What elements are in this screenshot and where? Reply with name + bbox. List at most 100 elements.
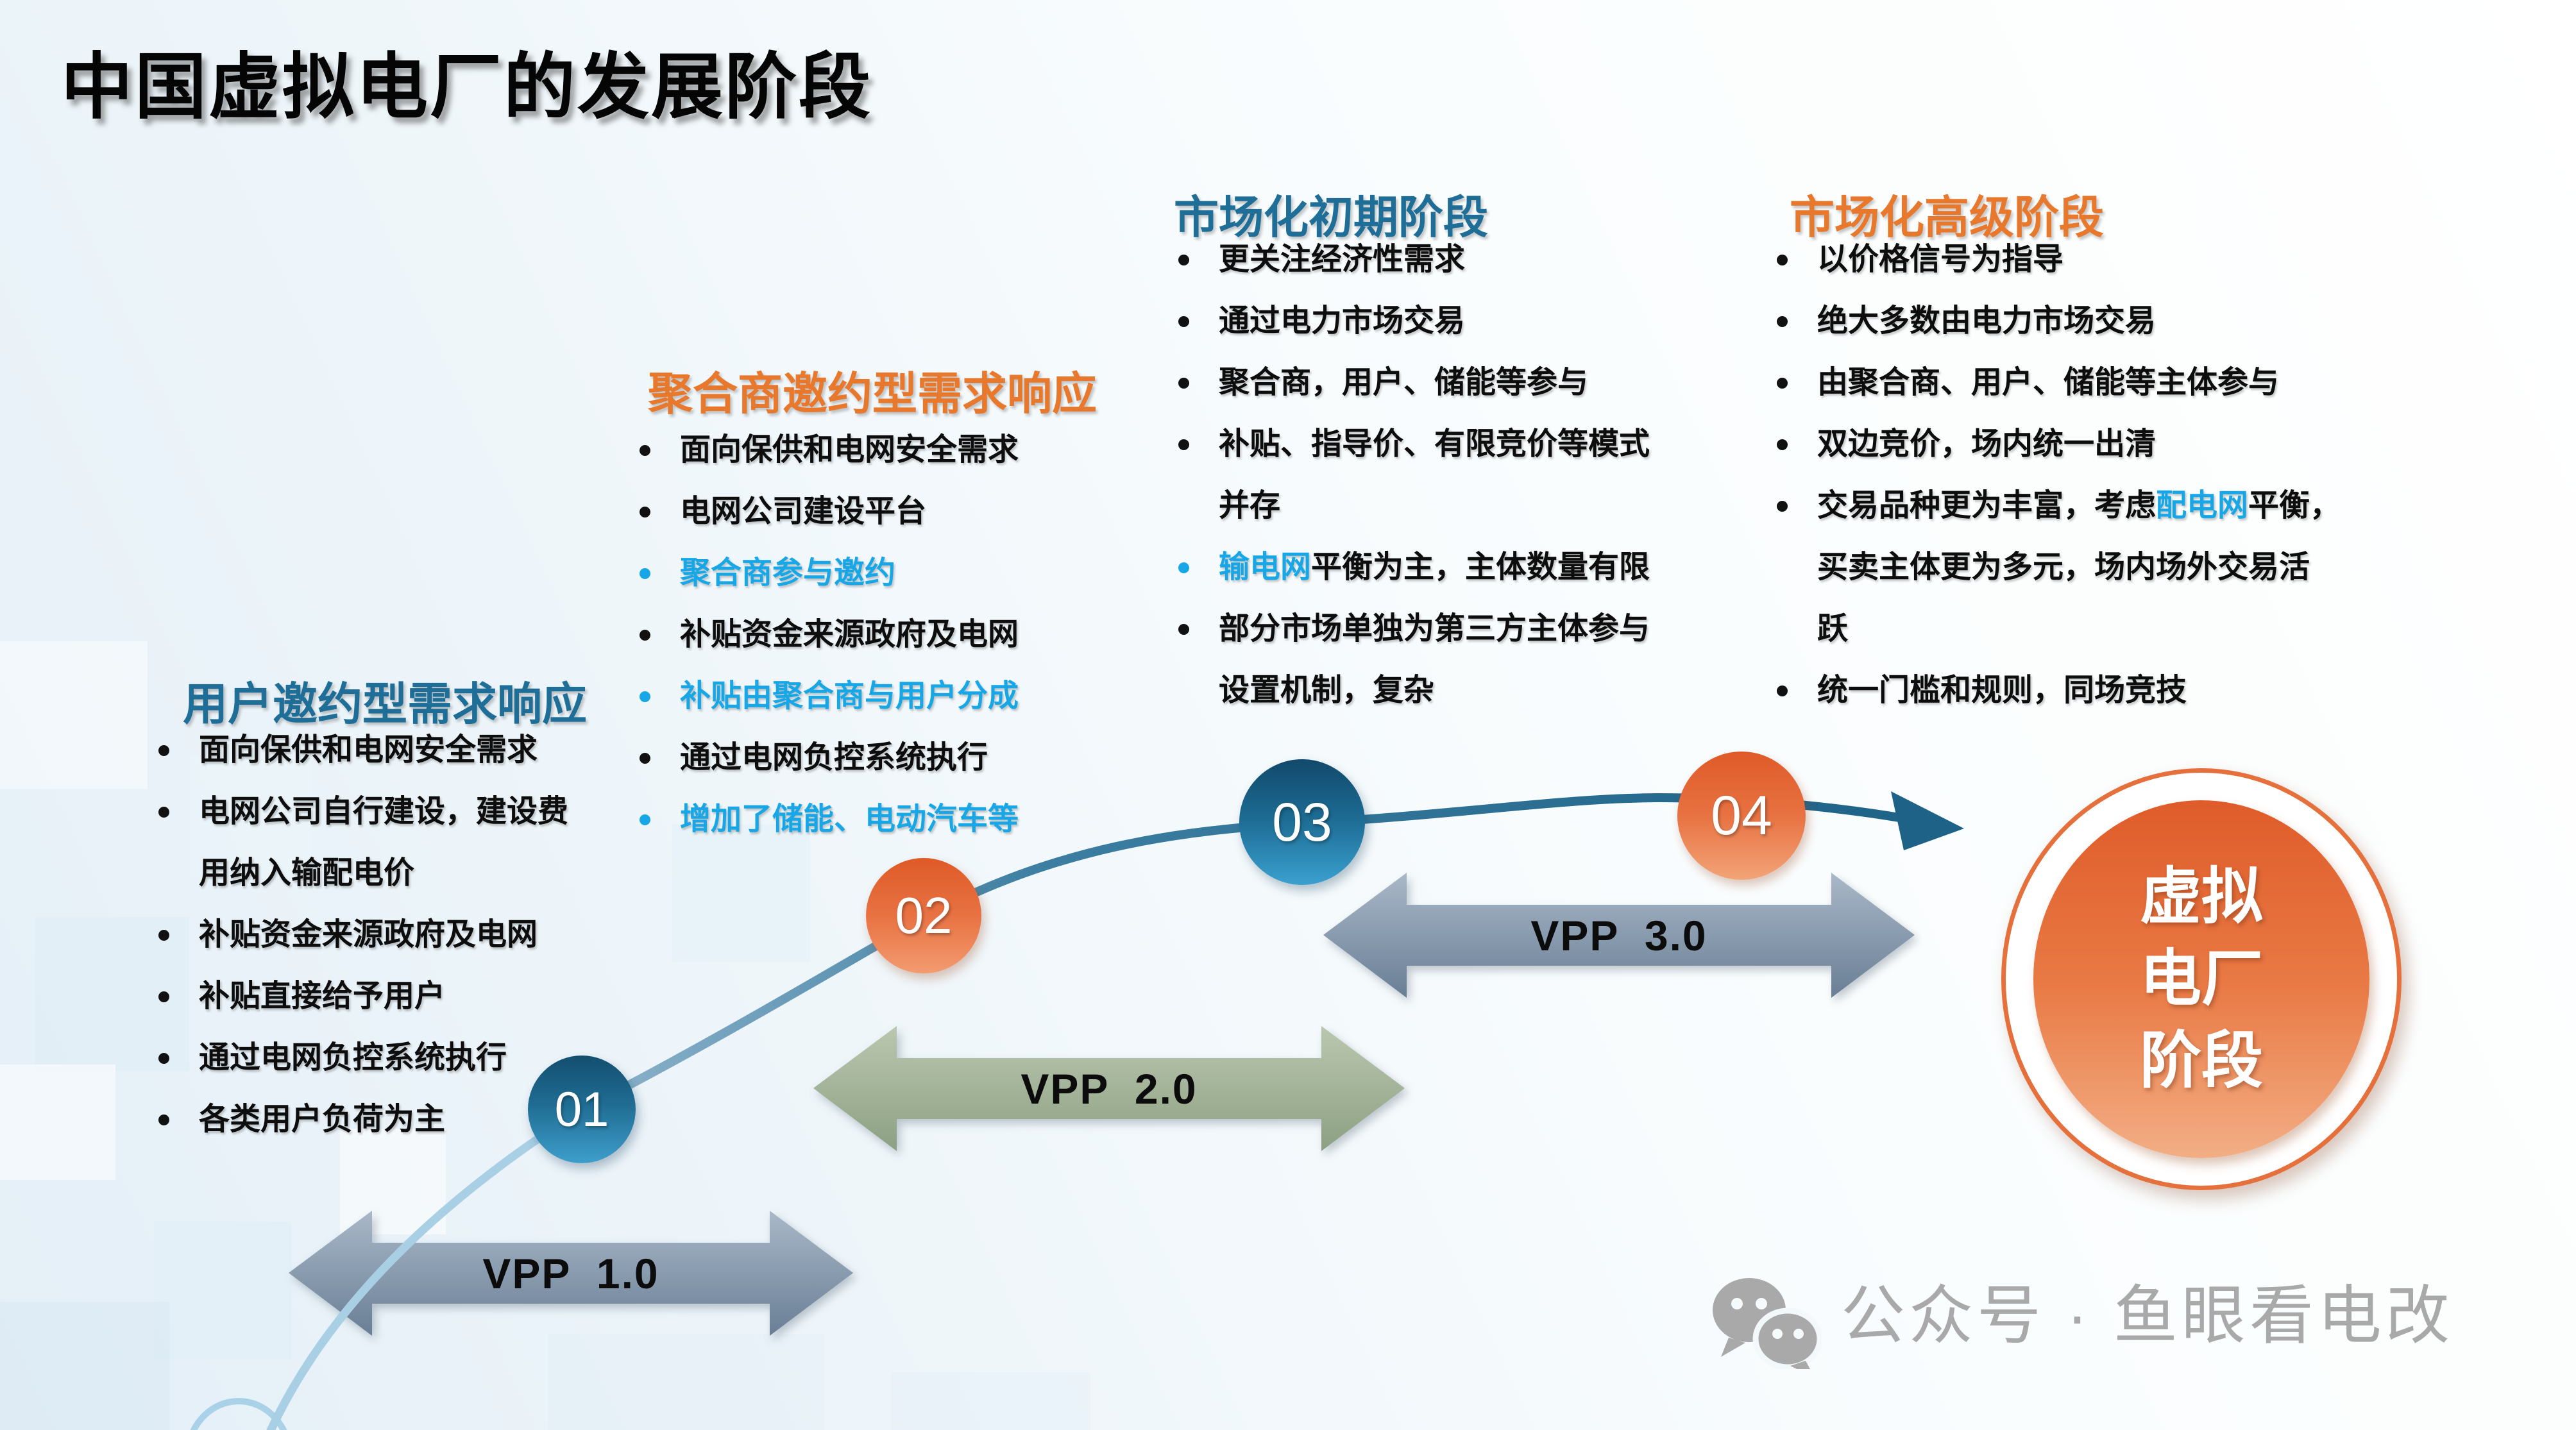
bullet-marker-icon [632,419,680,481]
bullet-marker-icon [632,727,680,789]
background-square [0,641,148,789]
vpp3-label: VPP 3.0 [1530,911,1707,959]
bullet-item: 面向保供和电网安全需求 [151,719,577,781]
bullet-text: 补贴直接给予用户 [199,979,446,1013]
wechat-icon [1713,1278,1822,1369]
bullet-text: 交易品种更为丰富，考虑配电网平衡，买卖主体更为多元，场内场外交易活跃 [1817,489,2341,646]
bullet-item: 补贴资金来源政府及电网 [151,904,577,966]
bullet-text: 通过电网负控系统执行 [199,1041,507,1075]
background-square [892,1372,1090,1430]
bullet-item: 聚合商参与邀约 [632,543,1081,604]
bullet-item: 以价格信号为指导 [1769,229,2369,290]
bullet-marker-icon [1769,414,1817,475]
stage2-bullet-list: 面向保供和电网安全需求电网公司建设平台聚合商参与邀约补贴资金来源政府及电网补贴由… [632,419,1081,850]
page-title: 中国虚拟电厂的发展阶段 [61,47,872,127]
stage3-bullet-list: 更关注经济性需求通过电力市场交易聚合商，用户、储能等参与补贴、指导价、有限竞价等… [1171,229,1668,721]
vpp2-arrow: VPP 2.0 [813,1026,1405,1151]
bullet-marker-icon [1769,475,1817,537]
vpp3-arrow: VPP 3.0 [1323,873,1915,998]
bullet-item: 交易品种更为丰富，考虑配电网平衡，买卖主体更为多元，场内场外交易活跃 [1769,475,2369,660]
bullet-item: 双边竞价，场内统一出清 [1769,414,2369,475]
bullet-item: 绝大多数由电力市场交易 [1769,290,2369,352]
bullet-text: 各类用户负荷为主 [199,1102,446,1136]
stage1-heading: 用户邀约型需求响应 [183,679,587,729]
bullet-text: 绝大多数由电力市场交易 [1817,304,2157,338]
bullet-item: 更关注经济性需求 [1171,229,1668,290]
bullet-text: 统一门槛和规则，同场竞技 [1817,673,2187,707]
final-circle-line: 阶段 [2140,1027,2263,1095]
bullet-marker-icon [1769,660,1817,721]
bullet-item: 补贴、指导价、有限竞价等模式并存 [1171,414,1668,537]
bullet-text: 双边竞价，场内统一出清 [1817,427,2157,461]
bullet-marker-icon [632,543,680,604]
virtual-power-plant-stage-inner: 虚拟 电厂 阶段 [2033,800,2369,1158]
bullet-text: 通过电力市场交易 [1219,304,1466,338]
vpp1-arrow: VPP 1.0 [289,1211,853,1336]
bullet-text: 面向保供和电网安全需求 [680,433,1019,467]
stage1-bullet-list: 面向保供和电网安全需求电网公司自行建设，建设费用纳入输配电价补贴资金来源政府及电… [151,719,577,1150]
bullet-text: 聚合商参与邀约 [680,556,896,590]
bullet-item: 通过电网负控系统执行 [151,1027,577,1089]
bullet-text: 补贴、指导价、有限竞价等模式并存 [1219,427,1650,523]
bullet-item: 部分市场单独为第三方主体参与设置机制，复杂 [1171,598,1668,721]
stage4-circle: 04 [1677,752,1806,880]
final-circle-line: 虚拟 [2140,862,2263,931]
bullet-marker-icon [1769,352,1817,414]
bullet-marker-icon [1171,537,1219,598]
stage2-circle: 02 [866,858,981,973]
bullet-marker-icon [632,481,680,543]
bullet-text: 通过电网负控系统执行 [680,741,988,775]
bullet-item: 补贴资金来源政府及电网 [632,604,1081,666]
watermark: 公众号 · 鱼眼看电改 [1709,1276,2453,1369]
vpp1-label: VPP 1.0 [482,1249,659,1297]
bullet-item: 增加了储能、电动汽车等 [632,789,1081,850]
bullet-item: 各类用户负荷为主 [151,1089,577,1150]
final-circle-line: 电厂 [2140,945,2263,1013]
bullet-marker-icon [151,719,199,781]
background-square [0,1302,170,1430]
bullet-marker-icon [151,1089,199,1150]
bullet-marker-icon [1171,290,1219,352]
bullet-text: 电网公司建设平台 [680,494,927,528]
bullet-marker-icon [1769,290,1817,352]
bullet-text: 电网公司自行建设，建设费用纳入输配电价 [199,795,569,890]
bullet-marker-icon [1769,229,1817,290]
bullet-marker-icon [632,604,680,666]
stage4-heading: 市场化高级阶段 [1790,192,2104,242]
bullet-marker-icon [1171,229,1219,290]
bullet-item: 面向保供和电网安全需求 [632,419,1081,481]
stage2-heading: 聚合商邀约型需求响应 [648,369,1097,419]
bullet-item: 聚合商，用户、储能等参与 [1171,352,1668,414]
curve-arrowhead-icon [1891,791,1964,850]
bullet-text: 面向保供和电网安全需求 [199,733,538,767]
bullet-marker-icon [1171,352,1219,414]
stage4-bullet-list: 以价格信号为指导绝大多数由电力市场交易由聚合商、用户、储能等主体参与双边竞价，场… [1769,229,2369,721]
stage3-heading: 市场化初期阶段 [1174,192,1488,242]
bullet-item: 补贴直接给予用户 [151,966,577,1027]
background-square [0,1064,115,1180]
bullet-text: 更关注经济性需求 [1219,242,1466,276]
bullet-item: 通过电力市场交易 [1171,290,1668,352]
background-square [548,1334,824,1430]
watermark-text: 公众号 · 鱼眼看电改 [1841,1280,2453,1352]
bullet-text: 补贴资金来源政府及电网 [680,618,1019,652]
bullet-item: 输电网平衡为主，主体数量有限 [1171,537,1668,598]
bullet-marker-icon [151,904,199,966]
decorative-circle-outline [184,1398,293,1430]
bullet-text: 由聚合商、用户、储能等主体参与 [1817,366,2280,400]
bullet-text: 补贴资金来源政府及电网 [199,918,538,952]
background-square [154,1222,292,1359]
bullet-marker-icon [632,789,680,850]
bullet-marker-icon [1171,414,1219,475]
bullet-text: 增加了储能、电动汽车等 [680,802,1019,836]
bullet-text: 补贴由聚合商与用户分成 [680,679,1019,713]
vpp2-label: VPP 2.0 [1021,1064,1198,1113]
bullet-marker-icon [632,666,680,727]
stage3-circle: 03 [1239,759,1365,885]
bullet-text: 以价格信号为指导 [1817,242,2064,276]
bullet-item: 补贴由聚合商与用户分成 [632,666,1081,727]
bullet-marker-icon [1171,598,1219,660]
bullet-item: 电网公司自行建设，建设费用纳入输配电价 [151,781,577,904]
bullet-item: 由聚合商、用户、储能等主体参与 [1769,352,2369,414]
